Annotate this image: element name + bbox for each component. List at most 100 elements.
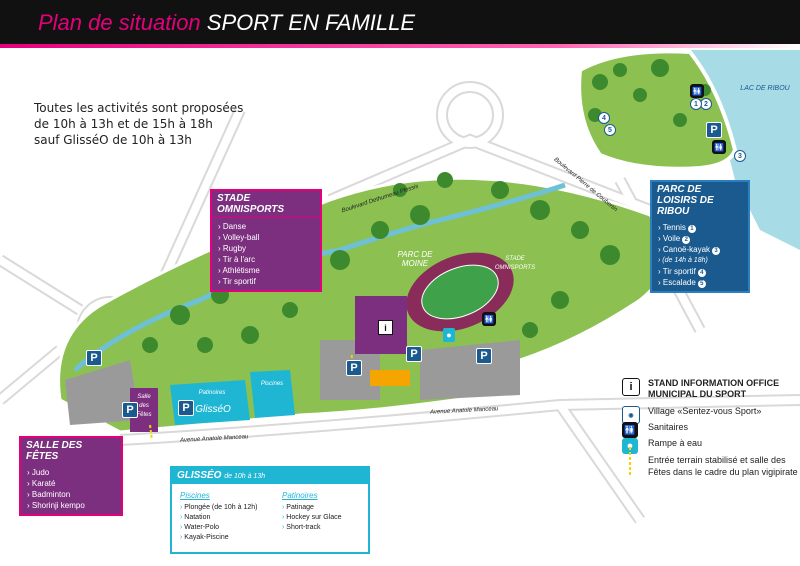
list-item: Athlétisme bbox=[218, 265, 314, 276]
list-item: Plongée (de 10h à 12h) bbox=[180, 503, 257, 513]
parking-icon: P bbox=[122, 402, 138, 418]
title-part1: Plan de situation bbox=[38, 10, 201, 35]
list-item: Badminton bbox=[27, 489, 115, 500]
salle-fetes-map-label: Salle des Fêtes bbox=[136, 394, 152, 418]
legend-entree-text: Entrée terrain stabilisé et salle des Fê… bbox=[648, 455, 798, 477]
legend-rampe-text: Rampe à eau bbox=[648, 438, 703, 448]
toilet-icon: 🚻 bbox=[622, 422, 638, 438]
title-part2: SPORT EN FAMILLE bbox=[206, 10, 416, 35]
legend-rampe-row: ● Rampe à eau bbox=[622, 438, 798, 454]
list-item: (de 14h à 18h) bbox=[658, 255, 742, 266]
hours-line-2: de 10h à 13h et de 15h à 18h bbox=[34, 117, 213, 131]
parking-area-3 bbox=[65, 360, 140, 425]
toilet-icon: 🚻 bbox=[690, 84, 704, 98]
list-item: Judo bbox=[27, 467, 115, 478]
ribou-park-area bbox=[577, 49, 738, 171]
parc-moine-label: PARC DE MOINE bbox=[397, 250, 433, 268]
glisseo-hours: de 10h à 13h bbox=[224, 473, 266, 480]
glisseo-box-title: GLISSÉO de 10h à 13h bbox=[172, 468, 368, 484]
glisseo-title: GLISSÉO bbox=[177, 470, 222, 481]
river bbox=[73, 182, 566, 372]
water-drop-icon: ● bbox=[443, 328, 455, 342]
num-badge-icon: 2 bbox=[682, 236, 691, 244]
parking-icon: P bbox=[86, 350, 102, 366]
list-item: Volley-ball bbox=[218, 232, 314, 243]
map-legend: i STAND INFORMATION OFFICE MUNICIPAL DU … bbox=[622, 378, 798, 484]
legend-village-text: Village «Sentez-vous Sport» bbox=[648, 406, 762, 416]
num-4-icon: 4 bbox=[598, 112, 610, 124]
parking-icon: P bbox=[178, 400, 194, 416]
list-item: Karaté bbox=[27, 478, 115, 489]
orange-building bbox=[370, 370, 410, 386]
legend-sanitaires-row: 🚻 Sanitaires bbox=[622, 422, 798, 438]
item-label: (de 14h à 18h) bbox=[662, 257, 708, 264]
num-badge-icon: 1 bbox=[687, 225, 696, 233]
list-item: Water-Polo bbox=[180, 523, 257, 533]
glisseo-map-label: GlisséO bbox=[195, 404, 231, 415]
num-2-icon: 2 bbox=[700, 98, 712, 110]
toilet-icon: 🚻 bbox=[712, 140, 726, 154]
page-title: Plan de situation SPORT EN FAMILLE bbox=[38, 10, 415, 36]
patinoires-map-label: Patinoires bbox=[198, 390, 226, 396]
legend-sanitaires-text: Sanitaires bbox=[648, 422, 689, 432]
legend-village-row: ◉ Village «Sentez-vous Sport» bbox=[622, 406, 798, 424]
parking-icon: P bbox=[406, 346, 422, 362]
list-item: Patinage bbox=[282, 503, 342, 513]
list-item: Tir sportif bbox=[218, 276, 314, 287]
stade-omni-label: STADE OMNISPORTS bbox=[494, 256, 536, 271]
parking-area-2 bbox=[420, 340, 520, 400]
glisseo-box: GLISSÉO de 10h à 13h Piscines Plongée (d… bbox=[170, 466, 370, 554]
entrance-dashed-icon bbox=[622, 447, 638, 477]
piscines-building bbox=[250, 370, 295, 418]
num-badge-icon: 3 bbox=[712, 247, 721, 255]
piscines-list: Plongée (de 10h à 12h) Natation Water-Po… bbox=[174, 501, 263, 545]
legend-info-text: STAND INFORMATION OFFICE MUNICIPAL DU SP… bbox=[648, 378, 780, 399]
salle-box-title: SALLE DES FÊTES bbox=[21, 438, 121, 464]
parking-icon: P bbox=[476, 348, 492, 364]
stade-activity-list: Danse Volley-ball Rugby Tir à l'arc Athl… bbox=[212, 218, 320, 290]
header-accent-stripe bbox=[0, 44, 800, 48]
lake-label: LAC DE RIBOU bbox=[740, 85, 790, 92]
stadium-field bbox=[421, 264, 499, 320]
list-item: Short-track bbox=[282, 523, 342, 533]
list-item: Shorinji kempo bbox=[27, 500, 115, 511]
stade-omnisports-box: STADE OMNISPORTS Danse Volley-ball Rugby… bbox=[210, 189, 322, 292]
num-badge-icon: 4 bbox=[697, 269, 706, 277]
item-label: Tir sportif bbox=[662, 267, 696, 276]
hours-line-3: sauf GlisséO de 10h à 13h bbox=[34, 133, 192, 147]
piscines-heading: Piscines bbox=[180, 491, 210, 500]
piscines-column: Piscines Plongée (de 10h à 12h) Natation… bbox=[174, 490, 263, 545]
water-drop-icon: ● bbox=[622, 438, 638, 454]
piscines-map-label: Piscines bbox=[260, 381, 284, 387]
hours-notice: Toutes les activités sont proposées de 1… bbox=[34, 100, 243, 148]
parc-box-title: PARC DE LOISIRS DE RIBOU bbox=[657, 184, 714, 217]
num-5-icon: 5 bbox=[604, 124, 616, 136]
legend-info-row: i STAND INFORMATION OFFICE MUNICIPAL DU … bbox=[622, 378, 798, 400]
list-item: Natation bbox=[180, 513, 257, 523]
list-item: Hockey sur Glace bbox=[282, 513, 341, 523]
item-label: Canoë-kayak bbox=[662, 245, 711, 254]
info-icon: i bbox=[378, 320, 393, 335]
info-icon: i bbox=[622, 378, 640, 396]
salle-activity-list: Judo Karaté Badminton Shorinji kempo bbox=[21, 464, 121, 514]
list-item: Danse bbox=[218, 221, 314, 232]
parking-icon: P bbox=[346, 360, 362, 376]
legend-entree-row: Entrée terrain stabilisé et salle des Fê… bbox=[622, 447, 798, 478]
list-item: Rugby bbox=[218, 243, 314, 254]
hours-line-1: Toutes les activités sont proposées bbox=[34, 101, 244, 115]
patinoires-column: Patinoires Patinage Hockey sur Glace Sho… bbox=[276, 490, 348, 535]
entrance-dashed-svg bbox=[629, 447, 631, 477]
toilet-icon: 🚻 bbox=[482, 312, 496, 326]
patinoires-heading: Patinoires bbox=[282, 491, 318, 500]
stade-box-title: STADE OMNISPORTS bbox=[212, 191, 320, 218]
item-label: Escalade bbox=[662, 278, 696, 287]
parking-icon: P bbox=[706, 122, 722, 138]
